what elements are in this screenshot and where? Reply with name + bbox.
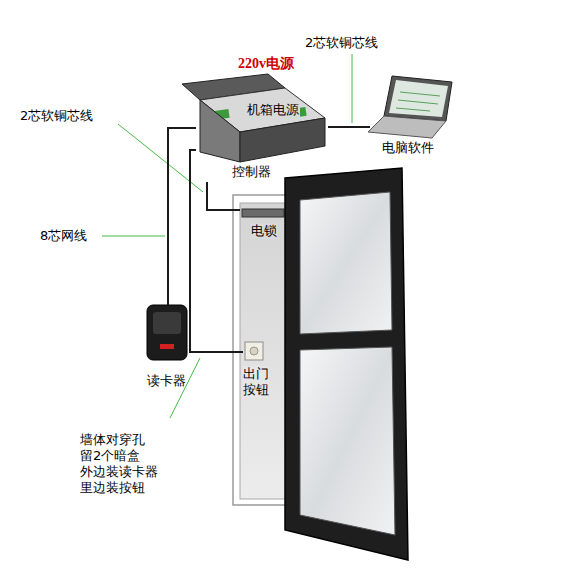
leader-line <box>352 54 353 123</box>
computer-node: 电脑软件 <box>370 72 460 162</box>
controller-node: 220v电源机箱电源控制器 <box>196 54 328 182</box>
leader-line <box>102 236 165 237</box>
card-reader-body <box>147 305 187 360</box>
wire-label: 2芯软铜芯线 <box>305 35 378 51</box>
computer-text: 电脑软件 <box>382 140 434 156</box>
card-reader-led <box>160 344 174 349</box>
exit-button-node: 出门按钮 <box>243 342 273 402</box>
electric-lock-text: 电锁 <box>250 223 278 239</box>
screen-lines <box>396 92 440 111</box>
wire <box>190 150 243 352</box>
door-glass <box>300 192 392 334</box>
wire-label: 8芯网线 <box>40 228 87 244</box>
electric-lock-node: 电锁 <box>240 205 284 245</box>
door-leaf <box>285 168 408 560</box>
wire-label: 2芯软铜芯线 <box>20 108 93 124</box>
card-reader-text: 读卡器 <box>147 373 186 389</box>
wire <box>168 128 196 305</box>
exit-button-text: 出门按钮 <box>243 366 269 398</box>
controller-text: 控制器 <box>232 164 271 180</box>
exit-button-knob <box>250 347 258 355</box>
cabinet-front <box>240 118 325 162</box>
card-reader-face <box>153 312 181 334</box>
wire <box>207 182 240 210</box>
cabinet-side <box>200 100 240 162</box>
laptop-base <box>368 116 446 138</box>
leader-lines <box>102 54 352 418</box>
controller-text: 220v电源 <box>238 56 294 72</box>
door-glass <box>300 347 395 535</box>
laptop-screen-frame <box>384 76 452 121</box>
exit-button-plate <box>245 342 263 360</box>
wire <box>328 126 370 128</box>
controller-text: 机箱电源 <box>246 102 300 118</box>
install-note: 墙体对穿孔 留2个暗盒 外边装读卡器 里边装按钮 <box>80 432 180 496</box>
laptop-screen <box>389 80 448 117</box>
lock-bar <box>242 209 284 217</box>
card-reader-node: 读卡器 <box>145 305 207 395</box>
